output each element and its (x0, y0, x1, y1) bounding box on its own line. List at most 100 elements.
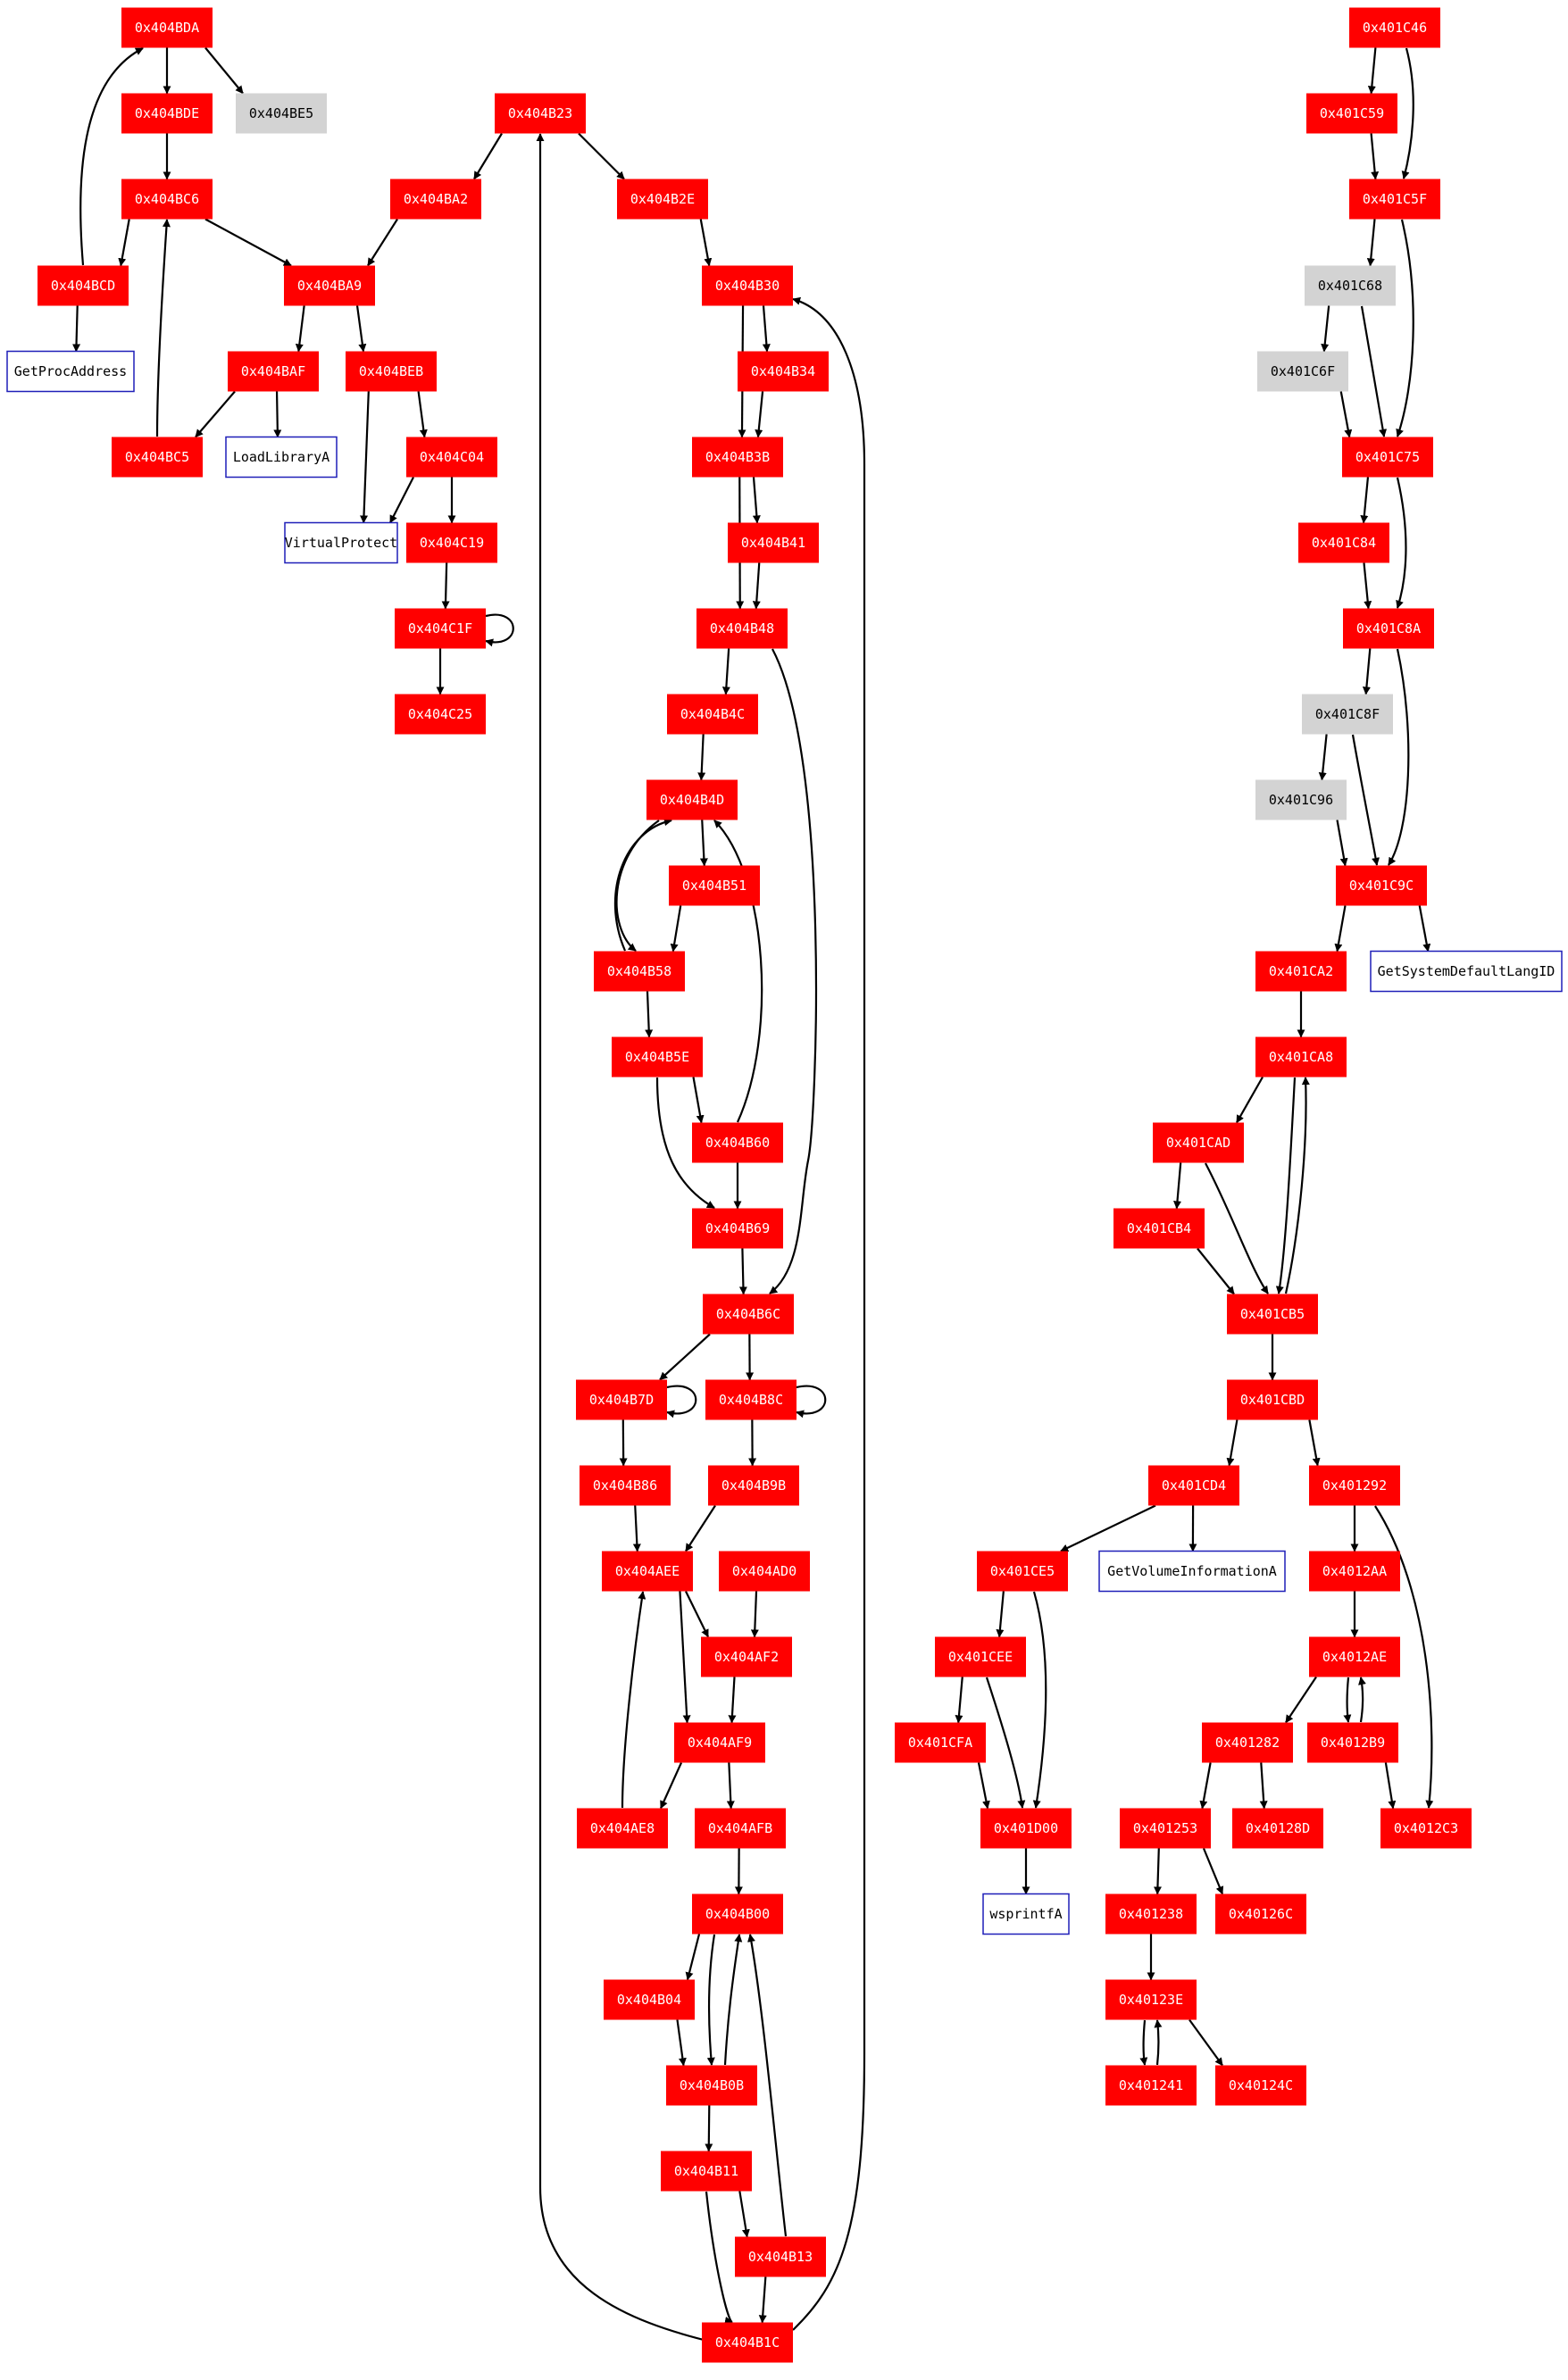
node-label: 0x404AF2 (714, 1649, 779, 1665)
node-box (577, 1808, 668, 1849)
node-box (406, 437, 497, 478)
edge-arrow (706, 1934, 716, 2066)
node-label: 0x401CA2 (1269, 963, 1333, 979)
basic-block-node: 0x404BA2 (390, 179, 481, 220)
edge-arrow (685, 1591, 709, 1638)
edge-arrow (659, 1762, 683, 1810)
edge-arrow (621, 1591, 646, 1809)
node-label: 0x40123E (1119, 1992, 1183, 2008)
basic-block-node: 0x401CA8 (1255, 1036, 1347, 1078)
node-box (701, 1636, 792, 1677)
edge-arrow (485, 613, 514, 647)
node-box (1255, 779, 1347, 820)
basic-block-node: 0x401CE5 (977, 1551, 1068, 1592)
node-box (719, 1551, 810, 1592)
basic-block-node: 0x404BCD (38, 265, 129, 306)
node-box (669, 865, 760, 906)
node-label: 0x404AF9 (688, 1735, 752, 1751)
edge-arrow (1318, 734, 1328, 781)
node-label: 0x404B8C (719, 1392, 783, 1408)
basic-block-node: 0x401CA2 (1255, 951, 1347, 992)
edge-arrow (1205, 1162, 1269, 1294)
basic-block-node: 0x404B11 (661, 2151, 752, 2192)
node-label: 0x401CB5 (1240, 1306, 1305, 1322)
basic-block-node: 0x404BC5 (112, 437, 203, 478)
edge-arrow (632, 1505, 641, 1552)
node-label: 0x401C84 (1312, 535, 1376, 551)
node-label: 0x40124C (1229, 2077, 1293, 2093)
edge-arrow (697, 734, 706, 781)
edge-arrow (1275, 1077, 1297, 1294)
edge-layer (72, 46, 1434, 2344)
node-box (1305, 265, 1396, 306)
node-box (1105, 1893, 1197, 1935)
node-label: 0x404B86 (593, 1477, 657, 1494)
edge-arrow (1236, 1076, 1264, 1124)
node-label: 0x404B30 (715, 278, 780, 294)
edge-arrow (1401, 47, 1414, 179)
edge-arrow (1362, 648, 1372, 695)
basic-block-node: 0x404C25 (395, 694, 486, 735)
basic-block-node: 0x401C75 (1342, 437, 1433, 478)
node-label: 0x404B00 (705, 1906, 770, 1922)
basic-block-node: 0x404B86 (580, 1465, 671, 1506)
node-label: 0x401241 (1119, 2077, 1183, 2093)
basic-block-node: 0x404BA9 (284, 265, 375, 306)
node-label: 0x4012AA (1322, 1563, 1387, 1579)
edge-arrow (955, 1677, 963, 1724)
edge-arrow (1366, 219, 1376, 267)
node-label: 0x401CFA (908, 1735, 972, 1751)
basic-block-node: 0x404B7D (576, 1379, 667, 1420)
basic-block-node: 0x404B3B (692, 437, 783, 478)
node-label: 0x401C59 (1320, 105, 1384, 121)
node-box (1202, 1722, 1293, 1763)
basic-block-node: 0x401C5F (1349, 179, 1440, 220)
edge-arrow (1284, 1077, 1310, 1294)
basic-block-node: 0x404AFB (695, 1808, 786, 1849)
node-label: 0x401C46 (1363, 20, 1427, 36)
node-label: 0x404B11 (674, 2163, 738, 2179)
edge-arrow (295, 305, 305, 353)
node-label: 0x404AD0 (732, 1563, 797, 1579)
node-label: 0x404C19 (420, 535, 484, 551)
edge-arrow (1334, 905, 1347, 953)
edge-arrow (738, 2191, 750, 2238)
basic-block-node: 0x401CEE (935, 1636, 1026, 1677)
node-label: 0x401C8A (1356, 620, 1421, 637)
node-box (1309, 1465, 1400, 1506)
node-label: VirtualProtect (285, 535, 397, 551)
node-label: 0x404AFB (708, 1820, 772, 1836)
edge-arrow (670, 905, 682, 953)
node-box (121, 179, 213, 220)
edge-arrow (721, 648, 730, 695)
edge-arrow (705, 2191, 733, 2325)
edge-arrow (750, 1591, 759, 1638)
edge-arrow (1367, 47, 1377, 95)
basic-block-node: 0x404B2E (617, 179, 708, 220)
basic-block-node: 0x404B0B (666, 2065, 757, 2106)
basic-block-node: 0x401292 (1309, 1465, 1400, 1506)
edge-arrow (1197, 1247, 1235, 1295)
node-label: 0x404B60 (705, 1135, 770, 1151)
node-box (728, 522, 819, 563)
unexplored-block-node: 0x404BE5 (236, 93, 327, 134)
edge-arrow (1173, 1162, 1182, 1210)
basic-block-node: 0x404BAF (228, 351, 319, 392)
edge-arrow (1154, 2019, 1163, 2066)
basic-block-node: 0x401CB5 (1227, 1294, 1318, 1335)
node-label: 0x401CA8 (1269, 1049, 1333, 1065)
basic-block-node: 0x404BC6 (121, 179, 213, 220)
node-box (696, 608, 788, 649)
edge-arrow (728, 1677, 737, 1724)
node-label: 0x404B51 (682, 878, 746, 894)
basic-block-node: 0x404B5E (612, 1036, 703, 1078)
node-box (1307, 1722, 1398, 1763)
edge-arrow (977, 1762, 990, 1810)
node-label: 0x401C68 (1318, 278, 1382, 294)
edge-arrow (1032, 1591, 1047, 1809)
node-label: 0x404B4C (680, 706, 745, 722)
node-box (666, 2065, 757, 2106)
edge-arrow (195, 390, 236, 438)
edge-arrow (1153, 1848, 1162, 1895)
node-box (1306, 93, 1397, 134)
